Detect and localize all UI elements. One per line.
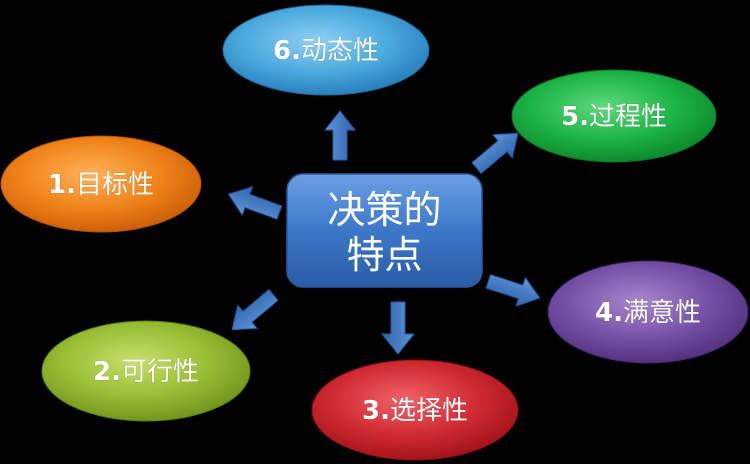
node-dynamic-label: 动态性 [301, 36, 379, 66]
arrow-to-feasibility [231, 288, 279, 331]
node-process: 5.过程性 [511, 69, 717, 163]
node-feasibility-label: 可行性 [121, 357, 199, 387]
node-feasibility-number: 2. [93, 357, 121, 387]
svg-text:2.可行性: 2.可行性 [93, 357, 199, 387]
node-process-number: 5. [561, 102, 589, 132]
node-process-label: 过程性 [589, 102, 667, 132]
svg-text:6.动态性: 6.动态性 [273, 36, 379, 66]
node-goal: 1.目标性 [0, 135, 202, 233]
node-selection: 3.选择性 [311, 359, 519, 461]
node-goal-number: 1. [48, 170, 76, 200]
node-satisfaction-label: 满意性 [623, 298, 701, 328]
center-title-line1: 决策的 [327, 188, 441, 232]
node-selection-number: 3. [362, 396, 390, 426]
node-dynamic: 6.动态性 [222, 4, 430, 96]
svg-text:3.选择性: 3.选择性 [362, 396, 468, 426]
node-satisfaction-number: 4. [595, 298, 623, 328]
center-node: 决策的 特点 [286, 173, 483, 288]
node-dynamic-number: 6. [273, 36, 301, 66]
arrow-to-goal [227, 186, 283, 220]
arrow-to-process [471, 132, 519, 175]
center-title-line2: 特点 [346, 233, 422, 277]
arrow-to-selection [380, 301, 416, 355]
arrow-to-dynamic [323, 110, 357, 161]
node-feasibility: 2.可行性 [41, 320, 251, 422]
node-goal-label: 目标性 [76, 170, 154, 200]
svg-text:1.目标性: 1.目标性 [48, 170, 154, 200]
arrow-to-satisfaction [485, 274, 541, 307]
arrows [227, 110, 541, 355]
node-selection-label: 选择性 [390, 396, 468, 426]
svg-text:4.满意性: 4.满意性 [595, 298, 701, 328]
node-satisfaction: 4.满意性 [547, 260, 749, 364]
svg-text:5.过程性: 5.过程性 [561, 102, 667, 132]
